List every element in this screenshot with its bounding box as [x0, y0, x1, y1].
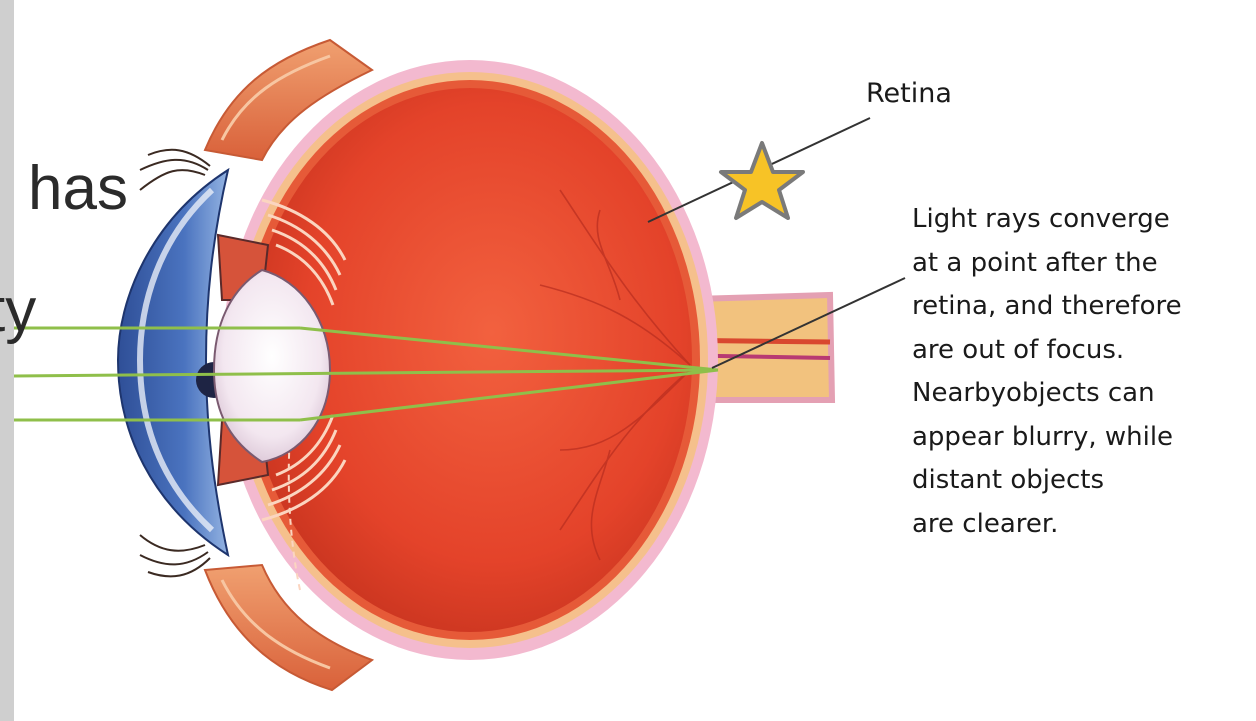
- caption-line: Nearbyobjects can: [912, 372, 1256, 416]
- caption-line: retina, and therefore: [912, 285, 1256, 329]
- caption-line: Light rays converge: [912, 198, 1256, 242]
- retina-label: Retina: [866, 78, 952, 109]
- slide-text-fragment-2: ty: [0, 280, 36, 342]
- caption-line: are out of focus.: [912, 329, 1256, 373]
- caption-line: at a point after the: [912, 242, 1256, 286]
- caption-line: distant objects: [912, 459, 1256, 503]
- caption-text: Light rays converge at a point after the…: [912, 198, 1256, 546]
- background-strip: [0, 0, 14, 721]
- slide-text-fragment-1: has: [28, 158, 128, 220]
- caption-line: appear blurry, while: [912, 416, 1256, 460]
- caption-line: are clearer.: [912, 503, 1256, 547]
